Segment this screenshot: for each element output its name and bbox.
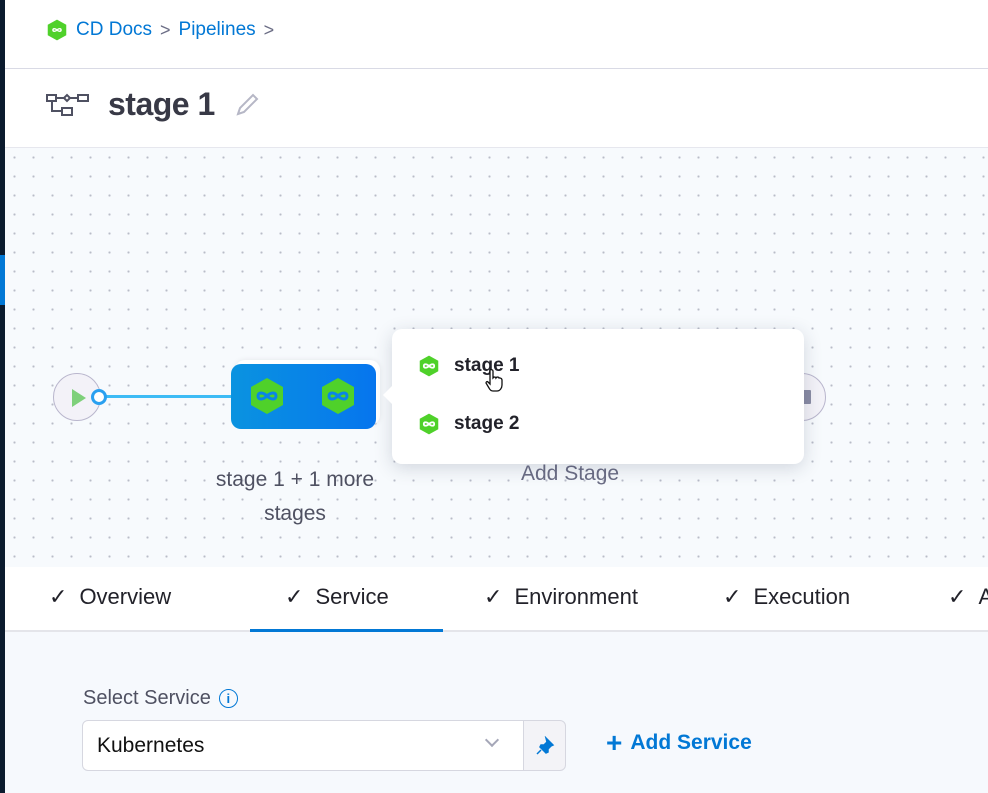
- breadcrumb-separator: >: [160, 19, 171, 40]
- selected-value: Kubernetes: [97, 734, 205, 757]
- breadcrumb-cd-docs[interactable]: CD Docs: [76, 19, 153, 40]
- stop-icon: [803, 390, 811, 404]
- tab-label: Service: [315, 584, 389, 609]
- deploy-stage-icon: [322, 378, 354, 414]
- check-icon: ✓: [49, 584, 68, 609]
- select-service-label: Select Service i: [83, 687, 238, 710]
- tab-overview[interactable]: ✓ Overview: [49, 584, 171, 610]
- pin-button[interactable]: [523, 720, 566, 771]
- add-service-label: Add Service: [630, 731, 752, 754]
- popup-item-label: stage 1: [454, 355, 520, 376]
- left-nav-strip: [0, 0, 5, 793]
- play-icon: [72, 389, 86, 407]
- breadcrumb-separator: >: [263, 19, 275, 40]
- breadcrumb: CD Docs > Pipelines >: [46, 19, 274, 41]
- check-icon: ✓: [723, 584, 742, 609]
- deploy-stage-icon: [251, 378, 283, 414]
- hand-cursor-icon: [485, 368, 503, 392]
- add-stage-button[interactable]: Add Stage: [521, 462, 620, 485]
- add-service-button[interactable]: + Add Service: [606, 727, 752, 758]
- check-icon: ✓: [285, 584, 304, 609]
- stage-group-popup: stage 1 stage 2: [383, 329, 804, 464]
- page-header: stage 1: [46, 86, 261, 123]
- deploy-stage-icon: [419, 413, 439, 435]
- connector-port[interactable]: [91, 389, 107, 405]
- tab-label: A: [978, 584, 988, 609]
- chevron-down-icon: [484, 732, 500, 748]
- pipeline-stages-icon: [46, 93, 89, 116]
- check-icon: ✓: [484, 584, 503, 609]
- pin-icon: [535, 735, 554, 755]
- popup-item-stage-1[interactable]: stage 1: [418, 355, 519, 377]
- divider: [5, 68, 988, 69]
- tab-label: Overview: [79, 584, 172, 609]
- connector-line: [106, 395, 232, 398]
- tab-label: Environment: [514, 584, 638, 609]
- active-tab-indicator: [250, 629, 443, 632]
- tab-label: Execution: [753, 584, 851, 609]
- popup-item-label: stage 2: [454, 413, 520, 434]
- cd-module-icon: [47, 19, 67, 41]
- deploy-stage-icon: [419, 355, 439, 377]
- tab-environment[interactable]: ✓ Environment: [484, 584, 638, 610]
- stage-group-label: stage 1 + 1 more stages: [215, 468, 375, 525]
- pencil-icon[interactable]: [233, 91, 261, 119]
- tab-execution[interactable]: ✓ Execution: [723, 584, 850, 610]
- tab-service[interactable]: ✓ Service: [285, 584, 389, 610]
- label-text: Select Service: [83, 687, 211, 709]
- page-title: stage 1: [108, 86, 215, 122]
- popup-item-stage-2[interactable]: stage 2: [418, 413, 519, 435]
- left-nav-active-indicator: [0, 255, 5, 305]
- stage-tabs: ✓ Overview ✓ Service ✓ Environment ✓ Executi…: [5, 568, 988, 632]
- stage-group-node[interactable]: [231, 364, 376, 429]
- check-icon: ✓: [948, 584, 967, 609]
- plus-icon: +: [606, 727, 623, 758]
- tab-advanced[interactable]: ✓A: [948, 584, 988, 610]
- info-icon[interactable]: i: [218, 689, 238, 708]
- service-select[interactable]: Kubernetes: [82, 720, 524, 771]
- breadcrumb-pipelines[interactable]: Pipelines: [178, 19, 256, 40]
